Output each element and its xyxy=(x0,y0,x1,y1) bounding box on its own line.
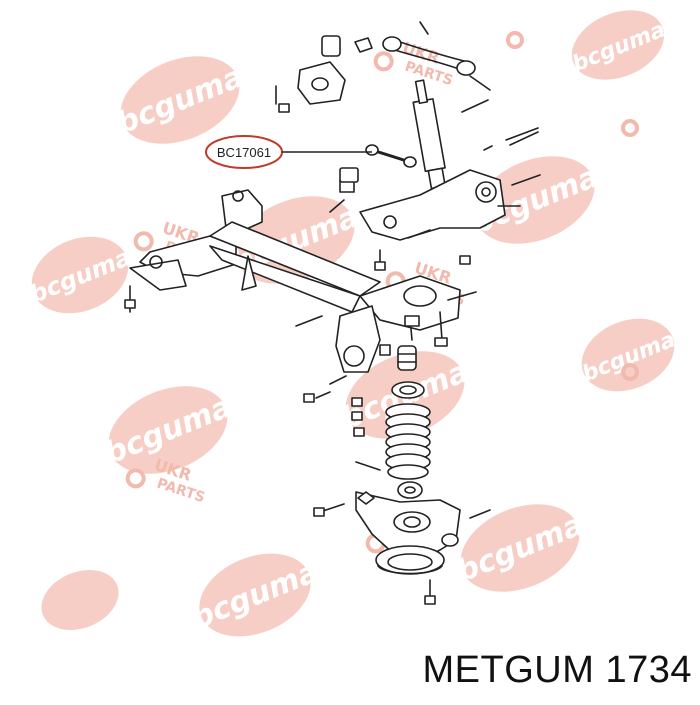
suspension-line-drawing xyxy=(124,21,541,605)
bump-stop xyxy=(379,344,417,371)
axle-beam xyxy=(124,189,477,373)
gear-icon xyxy=(506,31,524,49)
part-caption: METGUM 1734 xyxy=(422,649,692,691)
watermark-oval: bcguma xyxy=(452,504,589,592)
gear-icon xyxy=(621,363,639,381)
gear-icon xyxy=(621,119,639,137)
lower-spring-seat xyxy=(375,545,445,605)
hardware-bolts xyxy=(303,99,539,471)
watermark-oval: bcguma xyxy=(26,236,135,314)
coil-spring xyxy=(385,381,431,499)
watermark-oval xyxy=(41,570,119,630)
callout-label: BC17061 xyxy=(217,145,271,160)
upper-link-rod xyxy=(382,21,491,91)
top-bracket xyxy=(275,35,373,113)
small-link-part xyxy=(365,144,417,168)
trailing-arm-bracket xyxy=(329,131,541,271)
watermark-oval: bcguma xyxy=(579,318,679,392)
lower-control-arm xyxy=(313,491,491,561)
part-callout: BC17061 xyxy=(205,135,372,169)
watermark-oval: bcguma xyxy=(187,553,324,637)
watermark-oval: bcguma xyxy=(569,10,669,80)
watermark-oval: bcguma xyxy=(112,56,249,144)
